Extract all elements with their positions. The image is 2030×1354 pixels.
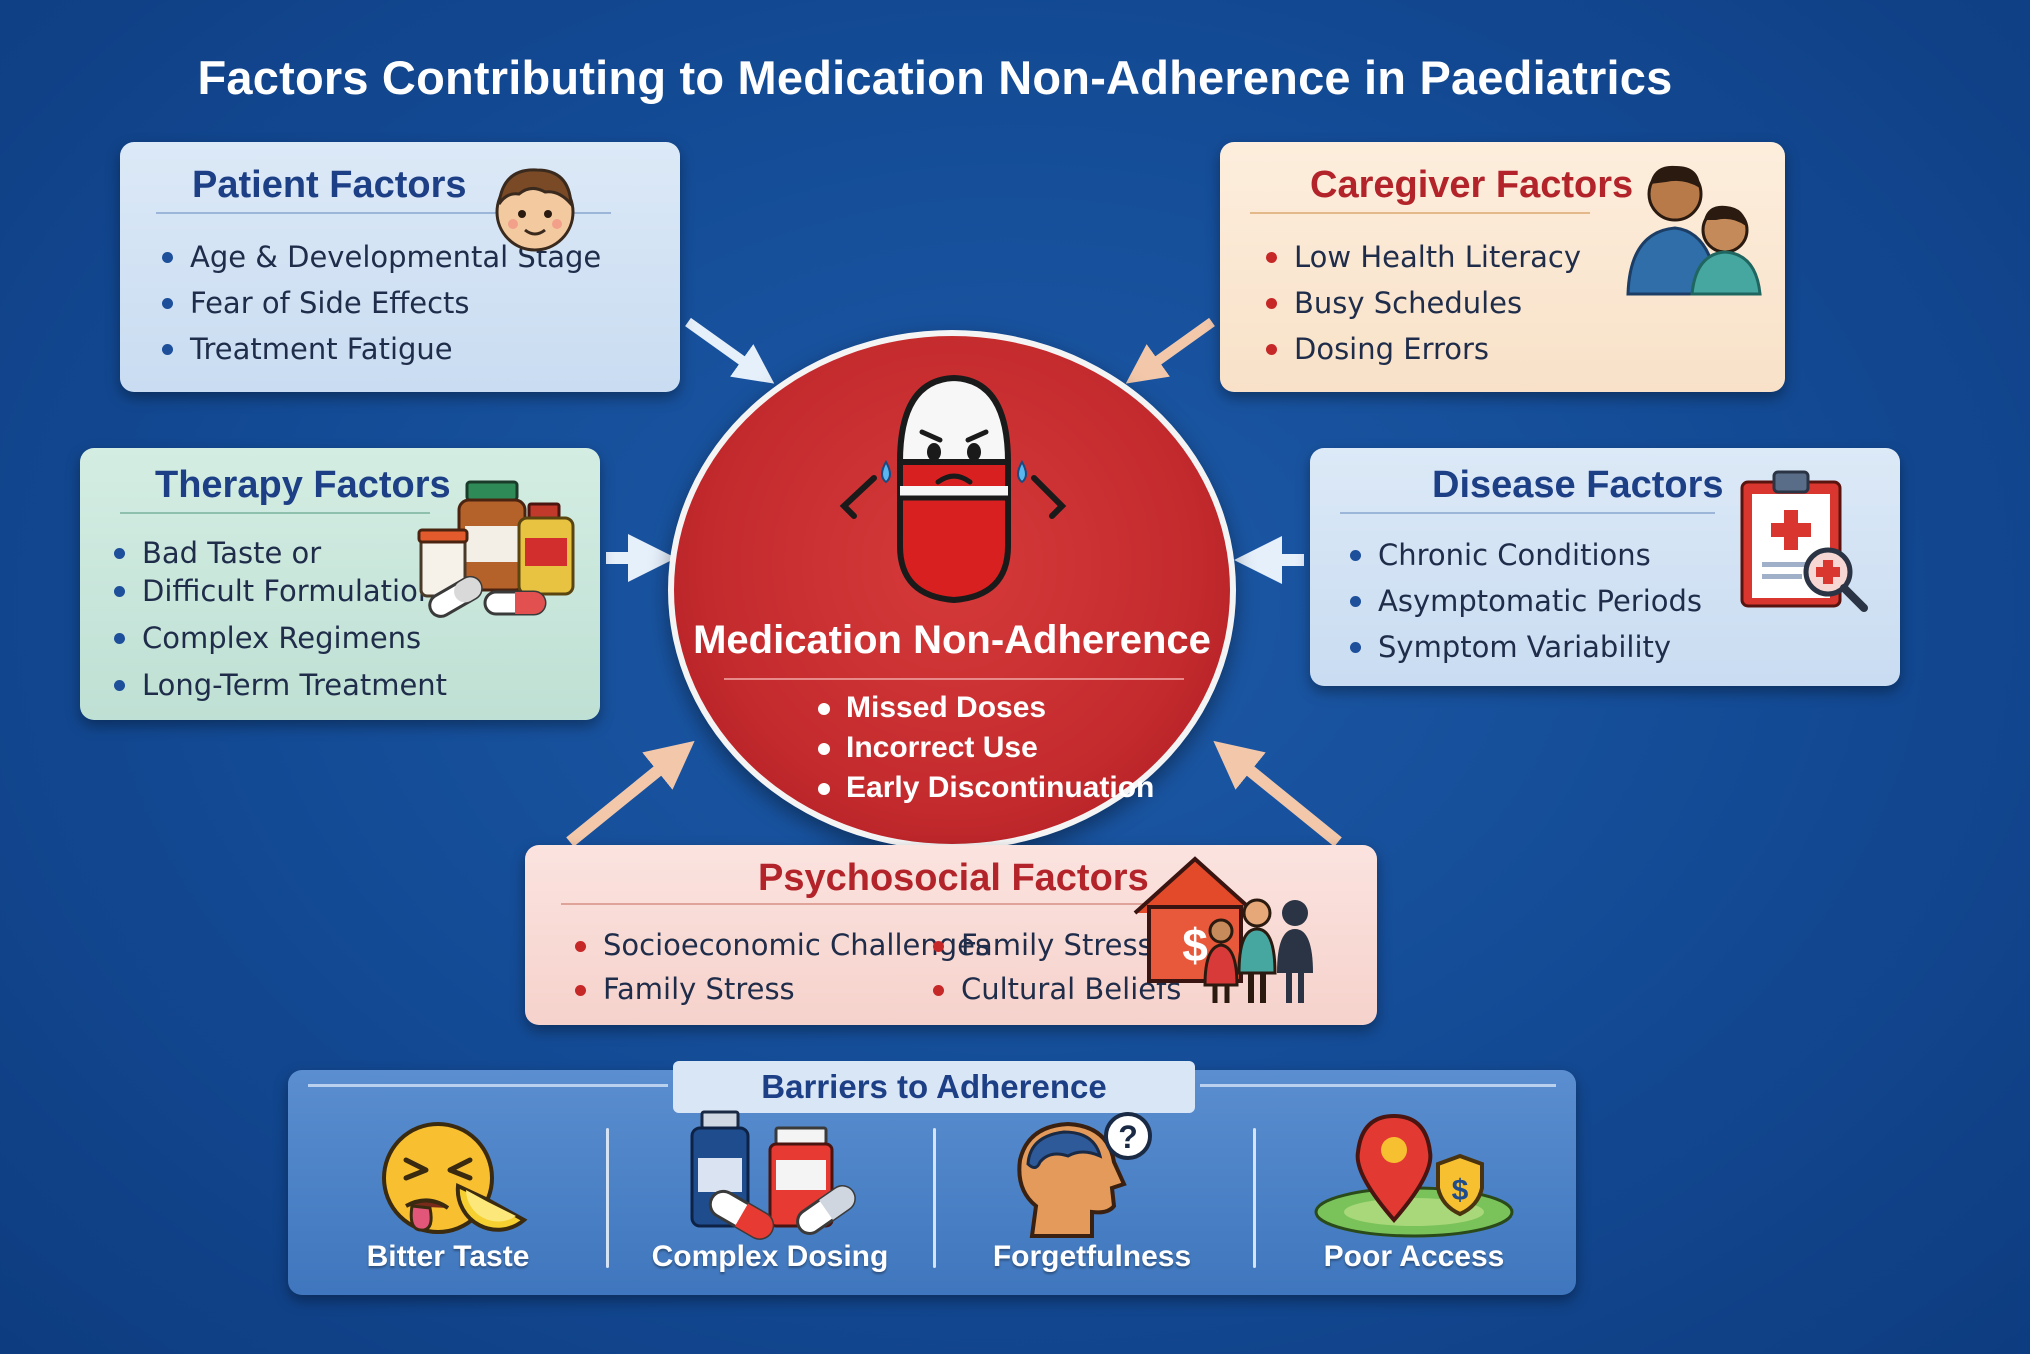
divider [156,212,611,214]
svg-text:$: $ [1452,1174,1469,1207]
head-question-icon: ? [1017,1112,1152,1238]
list-item: Family Stress [933,923,1181,967]
therapy-factors-heading: Therapy Factors [155,464,451,506]
psychosocial-list-left: Socioeconomic Challenges Family Stress [575,923,990,1011]
separator [1253,1128,1256,1268]
divider [120,512,430,514]
child-face-icon [495,168,575,252]
barrier-label: Poor Access [1323,1240,1505,1273]
parent-child-icon [1626,165,1762,296]
list-item: Bad Taste or [114,534,451,572]
patient-factors-list: Age & Developmental Stage Fear of Side E… [162,234,601,372]
barrier-item: ? Forgetfulness [932,1110,1252,1290]
patient-factors-card: Patient Factors Age & Developmental Stag… [120,142,680,392]
psychosocial-factors-card: Psychosocial Factors Socioeconomic Chall… [525,845,1377,1025]
center-heading: Medication Non-Adherence [693,618,1211,662]
list-item: Busy Schedules [1266,280,1581,326]
separator [606,1128,609,1268]
list-item: Missed Doses [814,688,1154,728]
disease-factors-heading: Disease Factors [1432,464,1724,506]
barrier-label: Forgetfulness [992,1240,1192,1273]
list-item: Low Health Literacy [1266,234,1581,280]
barrier-label: Complex Dosing [651,1240,889,1273]
page-title: Factors Contributing to Medication Non-A… [197,51,1673,104]
list-item: Cultural Beliefs [933,967,1181,1011]
caregiver-factors-heading: Caregiver Factors [1310,164,1634,206]
disgusted-face-lemon-icon [382,1122,528,1234]
divider [1340,512,1715,514]
therapy-factors-list: Bad Taste or Difficult Formulations Comp… [114,534,451,713]
location-pin-dollar-icon: $ [1314,1113,1514,1238]
divider [561,903,1191,905]
list-item: Asymptomatic Periods [1350,578,1702,624]
barrier-label: Bitter Taste [366,1240,530,1273]
list-item: Fear of Side Effects [162,280,601,326]
svg-text:$: $ [1182,919,1208,971]
caregiver-factors-card: Caregiver Factors Low Health Literacy Bu… [1220,142,1785,392]
list-item: Long-Term Treatment [114,666,451,704]
sad-pill-icon [839,374,1067,604]
clipboard-magnifier-icon [1740,470,1868,612]
divider [1250,212,1590,214]
barrier-item: Complex Dosing [610,1110,930,1290]
barriers-heading: Barriers to Adherence [673,1061,1195,1113]
barrier-item: $ Poor Access [1254,1110,1574,1290]
therapy-factors-card: Therapy Factors Bad Taste or Difficult F… [80,448,600,720]
barriers-panel: Barriers to Adherence Bitter Taste Compl… [288,1061,1576,1295]
patient-factors-heading: Patient Factors [192,164,467,206]
arrow-caregiver [1125,317,1215,384]
caregiver-factors-list: Low Health Literacy Busy Schedules Dosin… [1266,234,1581,372]
medication-non-adherence-circle: Medication Non-Adherence Missed Doses In… [668,330,1236,850]
divider [308,1084,668,1087]
psychosocial-factors-heading: Psychosocial Factors [758,857,1149,899]
list-item: Symptom Variability [1350,624,1702,670]
center-list: Missed Doses Incorrect Use Early Discont… [814,688,1154,808]
disease-factors-card: Disease Factors Chronic Conditions Asymp… [1310,448,1900,686]
list-item: Socioeconomic Challenges [575,923,990,967]
list-item: Complex Regimens [114,619,451,657]
list-item-continuation: Difficult Formulations [114,572,451,610]
divider [1200,1084,1556,1087]
divider [724,678,1184,680]
list-item: Family Stress [575,967,990,1011]
house-family-icon: $ [1133,856,1313,1003]
arrow-psycho-left [566,740,695,847]
svg-text:?: ? [1118,1119,1138,1155]
list-item: Chronic Conditions [1350,532,1702,578]
medicine-bottles-icon [417,480,575,618]
list-item: Early Discontinuation [814,768,1154,808]
disease-factors-list: Chronic Conditions Asymptomatic Periods … [1350,532,1702,670]
separator [933,1128,936,1268]
list-item: Dosing Errors [1266,326,1581,372]
psychosocial-list-right: Family Stress Cultural Beliefs [933,923,1181,1011]
barrier-item: Bitter Taste [288,1110,608,1290]
pills-bottles-icon [690,1110,856,1240]
list-item: Treatment Fatigue [162,326,601,372]
arrow-patient [685,317,775,384]
list-item: Incorrect Use [814,728,1154,768]
arrow-psycho-right [1213,740,1342,847]
